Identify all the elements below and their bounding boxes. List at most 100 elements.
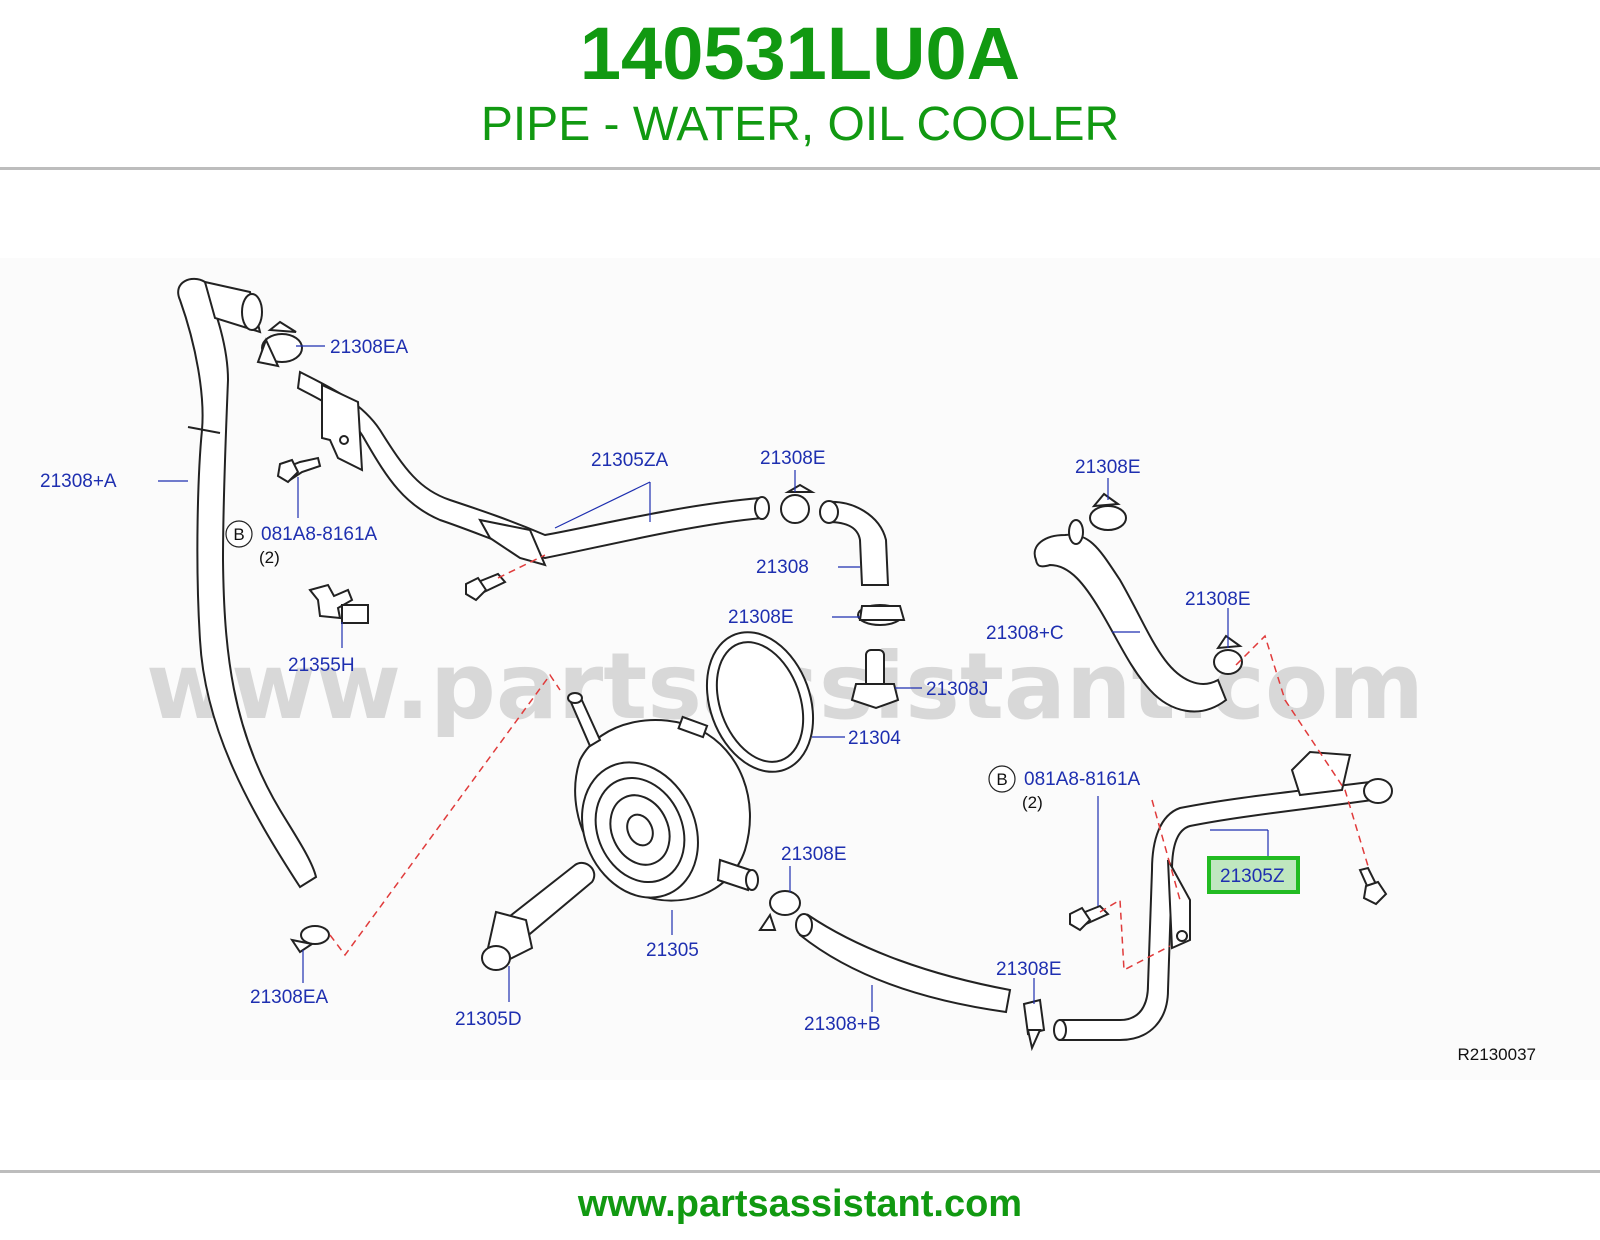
footer-url[interactable]: www.partsassistant.com <box>577 1183 1023 1225</box>
bolt-ref-letter-lower: B <box>996 770 1007 789</box>
quantity-lower: (2) <box>1022 793 1043 812</box>
clamp-ear <box>784 483 816 493</box>
callout-21305d[interactable]: 21305D <box>455 1009 522 1030</box>
clamp-tab <box>758 912 777 931</box>
hose-21308-b[interactable] <box>795 913 1012 1014</box>
bolt-head <box>276 458 300 484</box>
gasket-inner <box>715 641 805 763</box>
oil-cooler-21305[interactable] <box>561 692 759 917</box>
bottom-divider <box>0 1170 1600 1173</box>
bolt-081a8-lower[interactable] <box>1069 904 1110 932</box>
cooler-upper-nipple-end <box>567 692 583 704</box>
callout-21308e-2[interactable]: 21308E <box>728 607 794 628</box>
highlight-box-21305z[interactable] <box>1207 856 1300 894</box>
guide-line-3 <box>1235 634 1369 867</box>
hose-21308-c[interactable] <box>1033 519 1228 713</box>
clamp-tab <box>1026 1029 1042 1052</box>
connector-end <box>481 945 511 971</box>
pipe-21305za[interactable] <box>296 370 770 567</box>
callout-21308ea-lower[interactable]: 21308EA <box>250 987 329 1008</box>
header: 140531LU0A PIPE - WATER, OIL COOLER <box>0 0 1600 170</box>
callout-21308-c[interactable]: 21308+C <box>986 623 1064 644</box>
hose-21308-a[interactable] <box>177 277 318 889</box>
pipe-z-end-right <box>1363 778 1393 804</box>
pipe-z-bracket-hole <box>1176 930 1188 942</box>
hose-c-body <box>1033 533 1228 713</box>
hose-a-body <box>177 277 318 889</box>
clamp-21308e-1[interactable] <box>780 483 816 524</box>
callout-081a8-lower[interactable]: 081A8-8161A <box>1024 769 1141 790</box>
gasket-21304[interactable] <box>688 617 831 787</box>
callout-21308-a[interactable]: 21308+A <box>40 471 117 492</box>
cooler-center <box>626 813 654 847</box>
pipe-za-bracket <box>321 383 364 472</box>
callout-21308e-6[interactable]: 21308E <box>1185 589 1251 610</box>
pipe-z-body <box>1059 780 1374 1041</box>
callout-21305z[interactable]: 21305Z <box>1220 866 1285 887</box>
pipe-z-bracket-upper <box>1290 750 1352 797</box>
clamp-ring <box>1213 649 1243 675</box>
pipe-za-bracket-lower <box>478 518 547 567</box>
guide-line-1 <box>329 673 561 957</box>
clamp-ear <box>1216 634 1243 650</box>
clamp-ear <box>267 320 297 333</box>
callout-21305za[interactable]: 21305ZA <box>591 450 668 471</box>
pipe-za-end <box>754 496 770 520</box>
bolt-ref-circle-lower <box>988 765 1016 793</box>
guide-line-5 <box>1151 799 1181 901</box>
connector-tube <box>503 862 596 940</box>
clamp-ring <box>300 925 330 945</box>
clamp-21308e-4[interactable] <box>1022 998 1046 1052</box>
bolt-ref-circle-upper <box>225 520 253 548</box>
cooler-tab <box>677 715 709 739</box>
callout-21308e-3[interactable]: 21308E <box>781 844 847 865</box>
clamp-21308e-2[interactable] <box>857 604 906 626</box>
bolt-head <box>1069 906 1092 932</box>
callout-21308e-4[interactable]: 21308E <box>996 959 1062 980</box>
bolt-ref-letter-upper: B <box>233 525 244 544</box>
clamp-21308e-5[interactable] <box>1089 492 1127 531</box>
callout-21308ea-upper[interactable]: 21308EA <box>330 337 409 358</box>
connector-stem <box>865 649 885 689</box>
pipe-21305z[interactable] <box>1053 750 1393 1041</box>
callout-21308[interactable]: 21308 <box>756 557 809 578</box>
hose-c-end <box>1068 519 1084 545</box>
cooler-side-nipple <box>716 858 752 892</box>
hose-21308-end <box>819 500 839 524</box>
cooler-side-nipple-end <box>745 869 759 891</box>
hose-a-opening <box>241 293 263 331</box>
callout-21304[interactable]: 21304 <box>848 728 901 749</box>
clip-21355h[interactable] <box>308 583 369 624</box>
bolt-081a8-upper[interactable] <box>276 456 322 484</box>
callout-21305[interactable]: 21305 <box>646 940 699 961</box>
bolt-head <box>465 576 488 602</box>
clamp-ring <box>780 494 810 524</box>
part-number-title: 140531LU0A <box>579 12 1021 95</box>
guide-line-2 <box>497 554 546 579</box>
callout-081a8-upper[interactable]: 081A8-8161A <box>261 524 378 545</box>
pipe-za-bracket-hole <box>339 435 349 445</box>
callout-21308-b[interactable]: 21308+B <box>804 1014 881 1035</box>
connector-21308j[interactable] <box>850 649 900 710</box>
hose-b-body <box>798 913 1012 1014</box>
quantity-upper: (2) <box>259 548 280 567</box>
clamp-21308e-3[interactable] <box>758 890 801 931</box>
hose-b-end <box>795 913 813 937</box>
bolt-head <box>1362 880 1388 906</box>
callout-21355h[interactable]: 21355H <box>288 655 355 676</box>
connector-21305d[interactable] <box>481 862 596 971</box>
callout-21308j[interactable]: 21308J <box>926 679 988 700</box>
clamp-21308e-6[interactable] <box>1213 634 1243 675</box>
callout-21308e-1[interactable]: 21308E <box>760 448 826 469</box>
clamp-21308ea-lower[interactable] <box>289 925 330 954</box>
bolt-21305z-right[interactable] <box>1358 866 1388 906</box>
pipe-z-end-left <box>1053 1019 1067 1041</box>
clamp-tab <box>256 337 280 368</box>
callout-21308e-5[interactable]: 21308E <box>1075 457 1141 478</box>
hose-21308[interactable] <box>819 500 890 586</box>
clamp-21308ea-upper[interactable] <box>256 320 303 368</box>
leader-c6 <box>554 481 651 529</box>
clamp-band <box>1022 998 1046 1036</box>
clamp-ring <box>769 890 801 916</box>
